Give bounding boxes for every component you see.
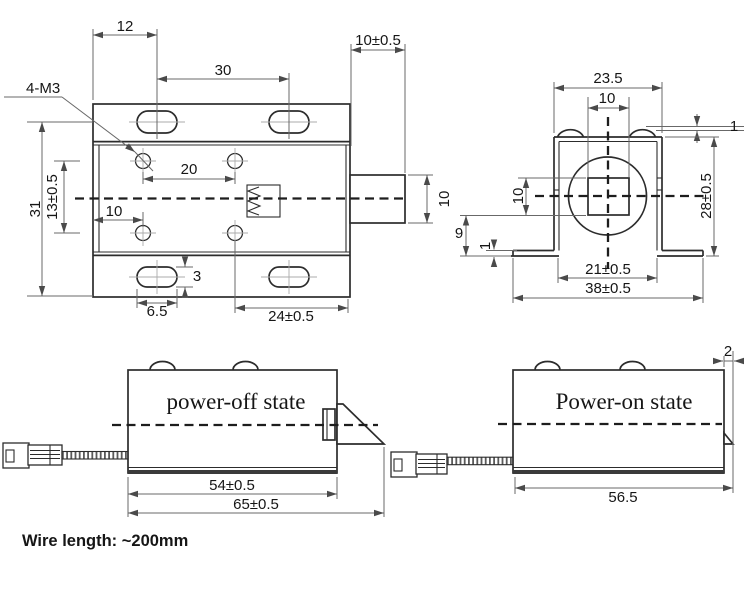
dim-base-height: 9 — [455, 225, 463, 242]
power-off-body — [127, 369, 338, 474]
power-off-view: power-off state 54±0.5 65±0.5 — [2, 360, 387, 517]
screw-bump — [534, 360, 561, 371]
power-off-connector — [2, 442, 129, 469]
dim-slot-spacing: 30 — [215, 62, 232, 79]
front-view: 12 30 10±0.5 4-M3 20 31 13±0.5 10 10 3 6… — [4, 18, 453, 325]
screw-bump — [619, 360, 646, 371]
side-view: 23.5 10 1 10 9 1 28±0.5 21±0.5 38±0.5 — [455, 70, 744, 303]
dim-hole-spacing-v: 13±0.5 — [44, 174, 61, 220]
wire-length-note: Wire length: ~200mm — [22, 532, 188, 550]
power-on-part — [498, 360, 735, 474]
dim-stroke-travel: 10±0.5 — [355, 32, 401, 49]
wire-connector-housing — [2, 442, 30, 469]
screw-bump-right — [628, 128, 657, 138]
dim-hole-offset-left: 10 — [106, 203, 123, 220]
dim-slot-height: 3 — [193, 268, 201, 285]
dim-slot-length: 6.5 — [147, 303, 168, 320]
dim-height-overall-side: 28±0.5 — [698, 173, 715, 219]
power-on-body — [512, 369, 725, 474]
front-view-part — [75, 103, 406, 298]
dim-tip-protrusion: 2 — [724, 343, 732, 360]
dim-height-overall: 31 — [27, 201, 44, 218]
dim-square-width: 10 — [599, 90, 616, 107]
wire-connector-housing — [390, 451, 418, 478]
power-on-dimensions — [514, 351, 744, 494]
spring-zigzag — [246, 186, 262, 216]
screw-bump — [232, 360, 259, 371]
callout-4-m3: 4-M3 — [26, 80, 60, 97]
power-off-dimensions — [127, 447, 385, 517]
dim-slot-offset-top: 12 — [117, 18, 134, 35]
front-view-dimensions — [4, 29, 433, 313]
power-off-base-plate — [128, 470, 337, 474]
side-view-part — [511, 117, 706, 268]
dim-flange-span: 38±0.5 — [585, 280, 631, 297]
dim-inner-width: 21±0.5 — [585, 261, 631, 278]
dim-body-length: 54±0.5 — [209, 477, 255, 494]
dim-square-height: 10 — [510, 188, 527, 205]
dim-hole-spacing-h: 20 — [181, 161, 198, 178]
front-bracket-outline — [92, 103, 351, 298]
screw-bump — [149, 360, 176, 371]
dim-top-width: 23.5 — [593, 70, 622, 87]
screw-bump-left — [556, 128, 585, 138]
dim-bolt-height: 10 — [436, 191, 453, 208]
side-view-dimensions — [460, 82, 744, 303]
power-on-connector — [390, 451, 514, 478]
dim-length-to-tip: 56.5 — [608, 489, 637, 506]
dim-bump-height: 1 — [730, 118, 738, 135]
front-view-aux-lines — [129, 121, 317, 294]
dim-flange-thickness: 1 — [477, 242, 494, 250]
power-off-state-label: power-off state — [167, 389, 306, 414]
power-on-base-plate — [513, 470, 724, 474]
dim-overall-length: 65±0.5 — [233, 496, 279, 513]
latch-bolt-retracted-tip — [723, 430, 735, 445]
power-on-view: Power-on state 2 56.5 — [390, 343, 744, 506]
power-off-part — [112, 360, 387, 474]
power-on-state-label: Power-on state — [556, 389, 693, 414]
dim-edge-to-holes: 24±0.5 — [268, 308, 314, 325]
